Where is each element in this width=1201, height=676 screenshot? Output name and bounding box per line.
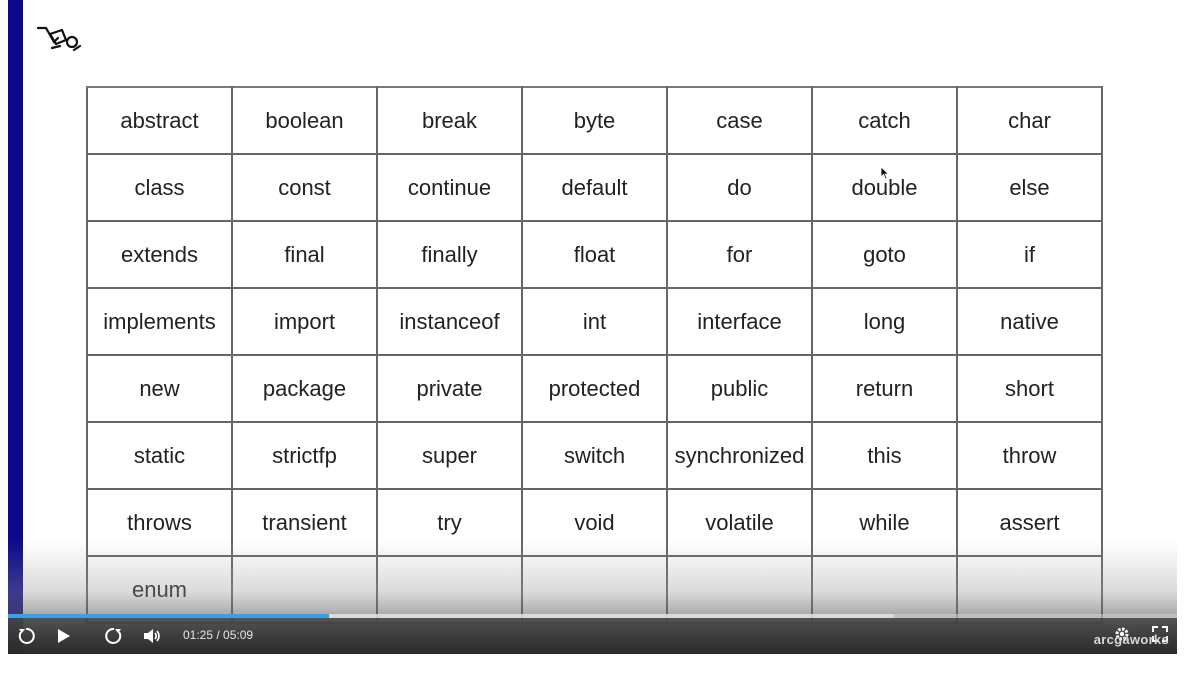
- keyword-cell: private: [376, 354, 523, 423]
- keyword-cell: void: [521, 488, 668, 557]
- keyword-cell: case: [666, 86, 813, 155]
- progress-bar[interactable]: [8, 614, 1177, 618]
- play-icon: [58, 629, 70, 643]
- keyword-cell: package: [231, 354, 378, 423]
- keyword-cell: synchronized: [666, 421, 813, 490]
- keyword-cell: byte: [521, 86, 668, 155]
- fullscreen-icon: [1152, 626, 1168, 642]
- empty-cell: [521, 555, 668, 624]
- keyword-cell: protected: [521, 354, 668, 423]
- keyword-cell: strictfp: [231, 421, 378, 490]
- keyword-cell: continue: [376, 153, 523, 222]
- keyword-cell: break: [376, 86, 523, 155]
- empty-cell: [376, 555, 523, 624]
- keyword-cell: double: [811, 153, 958, 222]
- keyword-cell: this: [811, 421, 958, 490]
- progress-buffered: [8, 614, 895, 618]
- keyword-cell: throws: [86, 488, 233, 557]
- keyword-cell: long: [811, 287, 958, 356]
- keyword-cell: short: [956, 354, 1103, 423]
- keyword-cell: final: [231, 220, 378, 289]
- volume-icon: [144, 629, 160, 643]
- keyword-cell: transient: [231, 488, 378, 557]
- keyword-cell: abstract: [86, 86, 233, 155]
- keyword-cell: throw: [956, 421, 1103, 490]
- empty-cell: [231, 555, 378, 624]
- keyword-cell: if: [956, 220, 1103, 289]
- keyword-cell: try: [376, 488, 523, 557]
- keyword-cell: native: [956, 287, 1103, 356]
- keyword-cell: implements: [86, 287, 233, 356]
- keyword-cell: for: [666, 220, 813, 289]
- keyword-cell: catch: [811, 86, 958, 155]
- settings-button[interactable]: [1110, 622, 1134, 646]
- brand-logo-icon: [36, 26, 82, 52]
- time-separator: /: [213, 628, 224, 642]
- forward-icon: [105, 627, 122, 644]
- keyword-cell: class: [86, 153, 233, 222]
- keyword-cell: interface: [666, 287, 813, 356]
- keyword-cell: boolean: [231, 86, 378, 155]
- rewind-button[interactable]: [14, 624, 38, 648]
- progress-played: [8, 614, 330, 618]
- keyword-cell: else: [956, 153, 1103, 222]
- keyword-cell: do: [666, 153, 813, 222]
- keyword-cell: extends: [86, 220, 233, 289]
- empty-cell: [956, 555, 1103, 624]
- keyword-cell: enum: [86, 555, 233, 624]
- player-controls: 01:25 / 05:09 arcgaworks: [8, 618, 1177, 654]
- keyword-cell: finally: [376, 220, 523, 289]
- keyword-cell: assert: [956, 488, 1103, 557]
- keyword-cell: while: [811, 488, 958, 557]
- keyword-cell: char: [956, 86, 1103, 155]
- fullscreen-button[interactable]: [1148, 622, 1172, 646]
- keyword-cell: goto: [811, 220, 958, 289]
- keyword-cell: switch: [521, 421, 668, 490]
- keyword-cell: default: [521, 153, 668, 222]
- empty-cell: [666, 555, 813, 624]
- keyword-cell: const: [231, 153, 378, 222]
- rewind-icon: [18, 627, 35, 644]
- keyword-cell: volatile: [666, 488, 813, 557]
- keyword-cell: return: [811, 354, 958, 423]
- gear-icon: [1115, 627, 1129, 641]
- current-time: 01:25: [183, 628, 214, 642]
- keyword-cell: float: [521, 220, 668, 289]
- keyword-cell: new: [86, 354, 233, 423]
- play-button[interactable]: [52, 624, 76, 648]
- slide-accent-bar: [8, 0, 23, 654]
- keyword-cell: super: [376, 421, 523, 490]
- keyword-cell: public: [666, 354, 813, 423]
- time-display: 01:25 / 05:09: [183, 628, 253, 642]
- keyword-cell: import: [231, 287, 378, 356]
- duration: 05:09: [223, 628, 254, 642]
- keyword-cell: int: [521, 287, 668, 356]
- keyword-cell: instanceof: [376, 287, 523, 356]
- volume-button[interactable]: [140, 624, 164, 648]
- empty-cell: [811, 555, 958, 624]
- table-row: enum: [86, 555, 1103, 624]
- forward-button[interactable]: [102, 624, 126, 648]
- keyword-cell: static: [86, 421, 233, 490]
- mouse-cursor-icon: [880, 166, 890, 180]
- brand-watermark: arcgaworks: [1093, 632, 1169, 647]
